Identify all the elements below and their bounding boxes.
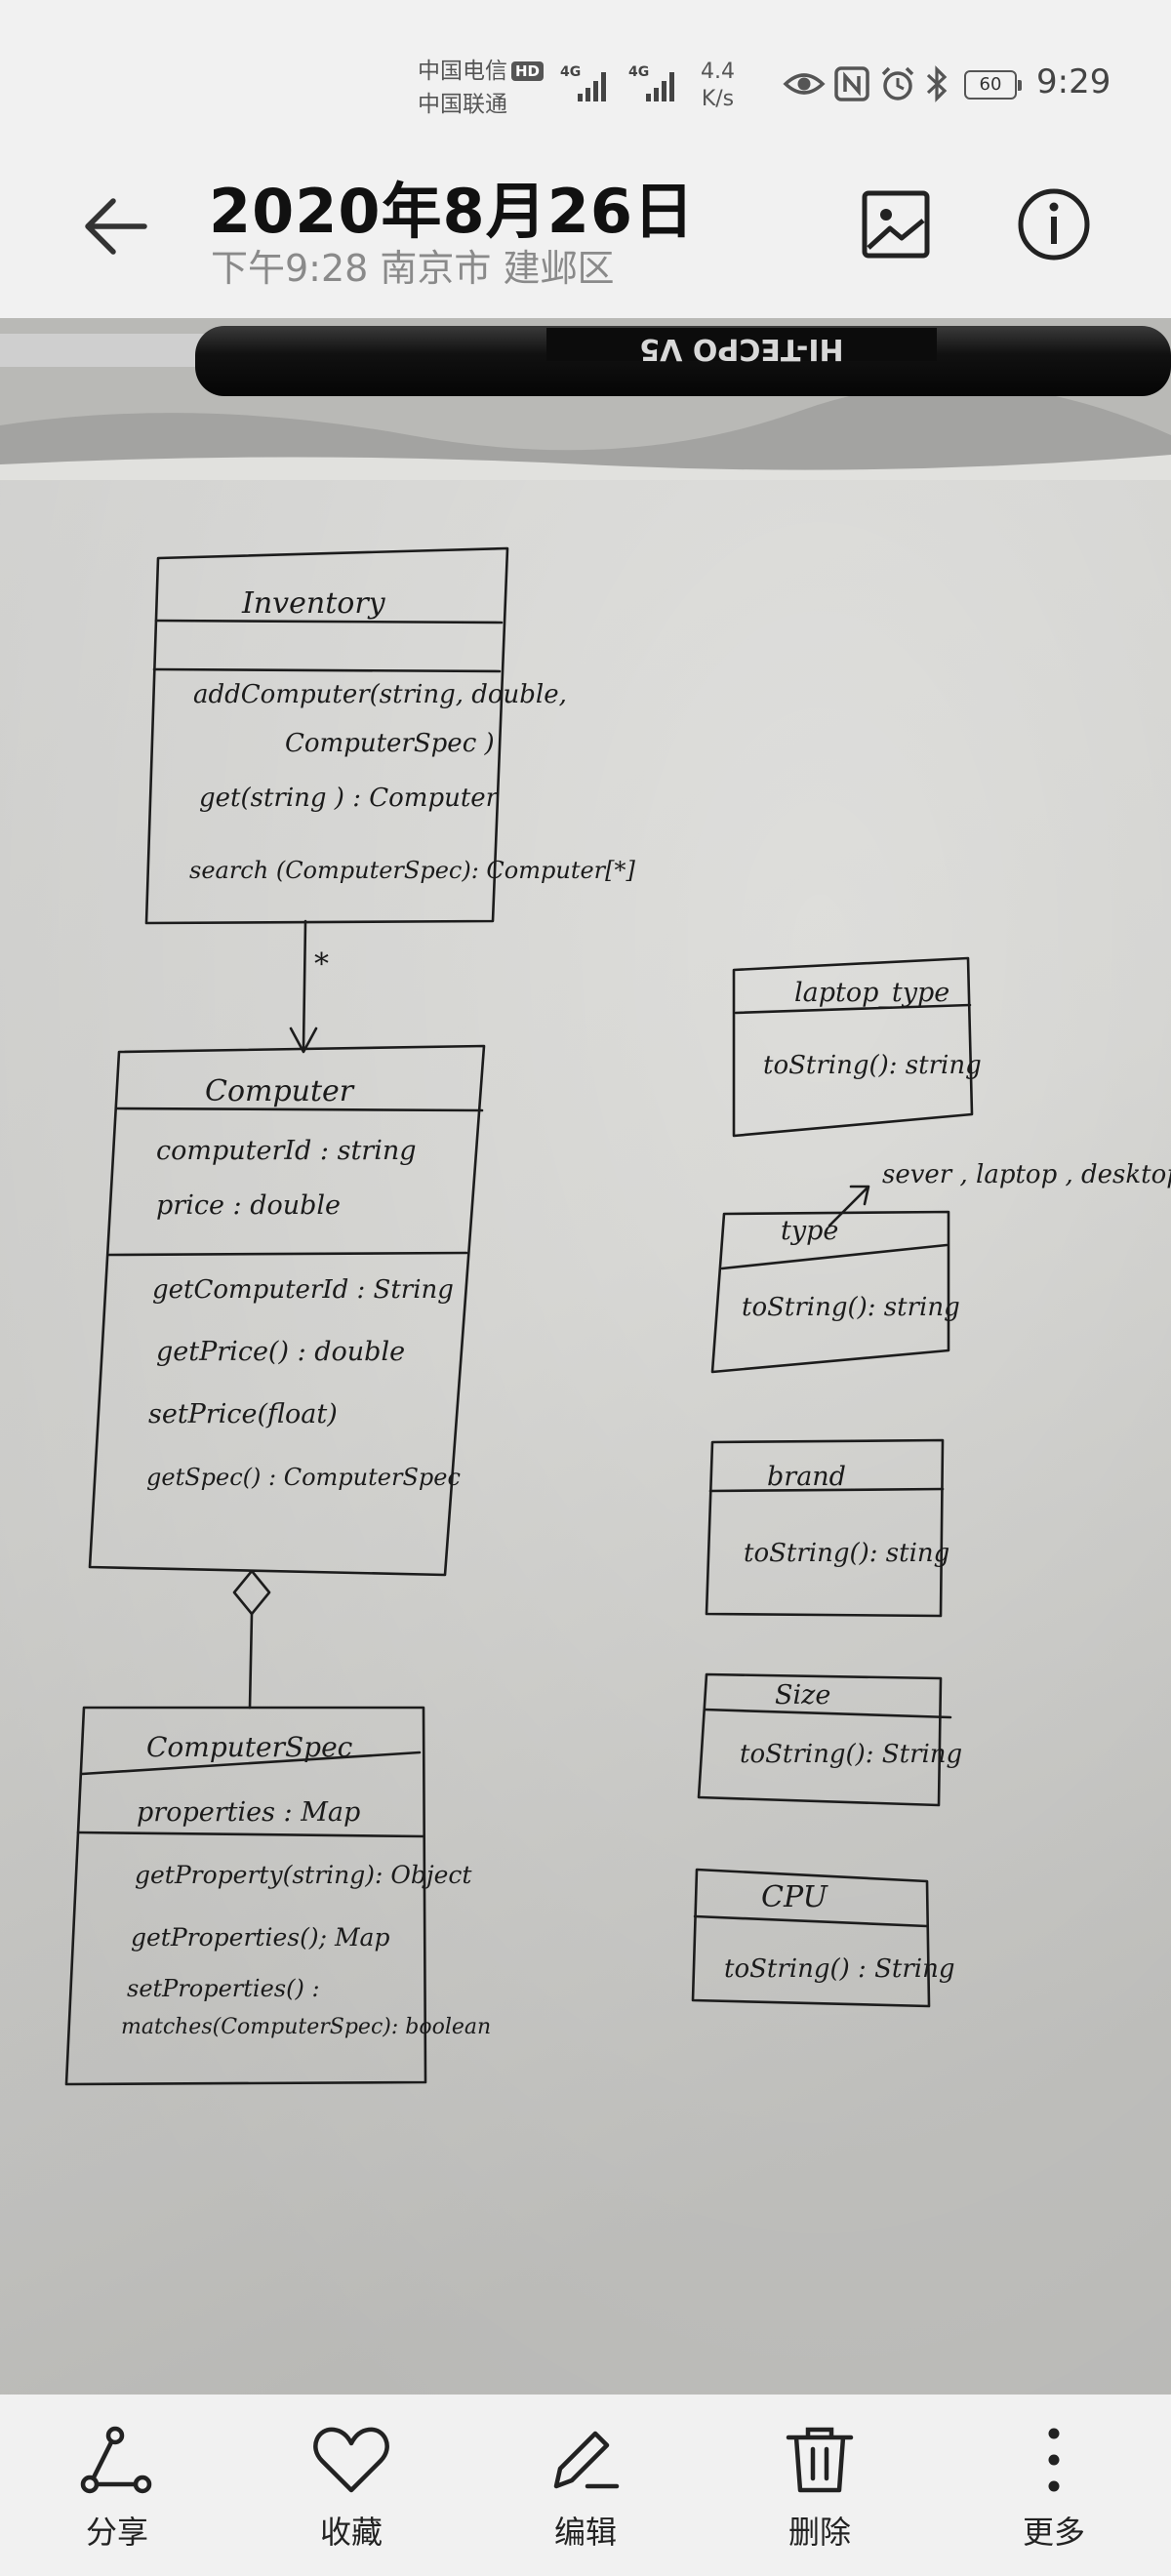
edit-label: 编辑 (553, 2514, 617, 2551)
computer-attribute-1: computerId : string (156, 1136, 417, 1166)
network-type-1: 4G (560, 64, 582, 80)
uml-class-computer (88, 1044, 486, 1577)
network-speed: 4.4 K/s (701, 59, 735, 113)
image-icon[interactable] (855, 183, 937, 265)
brand-method: toString(): sting (744, 1539, 949, 1568)
laptop-type-class-name: laptop_type (794, 978, 949, 1008)
computerspec-method-4: matches(ComputerSpec): boolean (121, 2015, 491, 2039)
eye-icon (783, 73, 826, 95)
clock: 9:29 (1036, 62, 1111, 101)
edit-button[interactable]: 编辑 (507, 2424, 664, 2560)
edit-pencil-icon (553, 2431, 620, 2489)
uml-class-laptop-type (732, 956, 974, 1138)
share-button[interactable]: 分享 (39, 2424, 195, 2560)
brand-class-name: brand (767, 1462, 846, 1492)
photo-subtitle: 下午9:28 南京市 建邺区 (211, 247, 615, 290)
uml-class-brand (705, 1438, 945, 1618)
computerspec-attribute-1: properties : Map (137, 1797, 360, 1828)
pen-in-photo: HI-TECPO V5 (0, 326, 1171, 396)
carrier-2: 中国联通 (418, 92, 507, 117)
computerspec-method-2: getProperties(); Map (131, 1923, 389, 1952)
speed-value: 4.4 (701, 60, 735, 84)
type-class-name: type (781, 1216, 838, 1246)
trash-icon (786, 2427, 854, 2493)
laptop-type-method: toString(): string (763, 1051, 982, 1080)
share-icon (80, 2426, 152, 2494)
arrow-left-icon[interactable] (78, 187, 156, 265)
favorite-label: 收藏 (319, 2514, 383, 2551)
bottom-toolbar: 分享 收藏 编辑 删除 更多 (0, 2395, 1171, 2576)
uml-class-size (697, 1672, 952, 1807)
more-button[interactable]: 更多 (976, 2424, 1132, 2560)
info-icon[interactable] (1013, 183, 1095, 265)
cpu-method: toString() : String (724, 1954, 954, 1984)
cpu-class-name: CPU (761, 1880, 829, 1914)
uml-class-type (710, 1210, 950, 1374)
page-title: 2020年8月26日 (209, 176, 695, 247)
hd-badge: HD (511, 61, 545, 81)
aggregation-line (248, 1612, 254, 1710)
inventory-method-3: search (ComputerSpec): Computer[*] (189, 857, 636, 884)
delete-button[interactable]: 删除 (742, 2424, 898, 2560)
inventory-method-1b: ComputerSpec ) (285, 729, 495, 758)
favorite-button[interactable]: 收藏 (273, 2424, 429, 2560)
association-multiplicity: * (314, 947, 329, 982)
computer-method-3: setPrice(float) (148, 1399, 338, 1429)
header: 2020年8月26日 下午9:28 南京市 建邺区 (0, 137, 1171, 318)
delete-label: 删除 (787, 2514, 851, 2551)
computerspec-method-3: setProperties() : (127, 1975, 320, 2002)
more-vertical-icon (1048, 2428, 1060, 2492)
computer-class-name: Computer (205, 1074, 355, 1108)
size-class-name: Size (775, 1680, 830, 1711)
share-label: 分享 (85, 2514, 148, 2551)
nfc-icon (834, 66, 869, 101)
uml-class-inventory (144, 546, 509, 925)
computerspec-method-1: getProperty(string): Object (135, 1861, 472, 1889)
uml-class-cpu (691, 1868, 931, 2008)
computer-method-2: getPrice() : double (156, 1337, 405, 1367)
alarm-icon (881, 66, 914, 101)
more-label: 更多 (1022, 2514, 1085, 2551)
photo-view[interactable]: HI-TECPO V5 Inventory addComputer(string… (0, 318, 1171, 2395)
type-note: sever , laptop , desktop . (882, 1160, 1171, 1189)
size-method: toString(): String (740, 1740, 962, 1769)
uml-class-computerspec (64, 1706, 427, 2086)
battery-icon: 60 (964, 70, 1022, 100)
bluetooth-icon (926, 65, 948, 102)
type-method: toString(): string (742, 1293, 960, 1322)
computer-method-1: getComputerId : String (152, 1275, 454, 1305)
pen-label: HI-TECPO V5 (639, 332, 843, 366)
inventory-method-2: get(string ) : Computer (199, 784, 500, 813)
speed-unit: K/s (701, 87, 735, 111)
computerspec-class-name: ComputerSpec (146, 1731, 353, 1763)
inventory-method-1: addComputer(string, double, (193, 680, 567, 709)
note-arrow (828, 1185, 870, 1228)
association-arrowhead (289, 1026, 318, 1054)
association-line (302, 919, 307, 1050)
network-type-2: 4G (628, 64, 650, 80)
whiteboard-photo: HI-TECPO V5 Inventory addComputer(string… (0, 318, 1171, 2395)
computer-attribute-2: price : double (156, 1190, 341, 1221)
inventory-class-name: Inventory (241, 586, 386, 621)
heart-icon (313, 2427, 389, 2493)
computer-method-4: getSpec() : ComputerSpec (146, 1464, 461, 1491)
carrier-1: 中国电信 (418, 59, 507, 84)
